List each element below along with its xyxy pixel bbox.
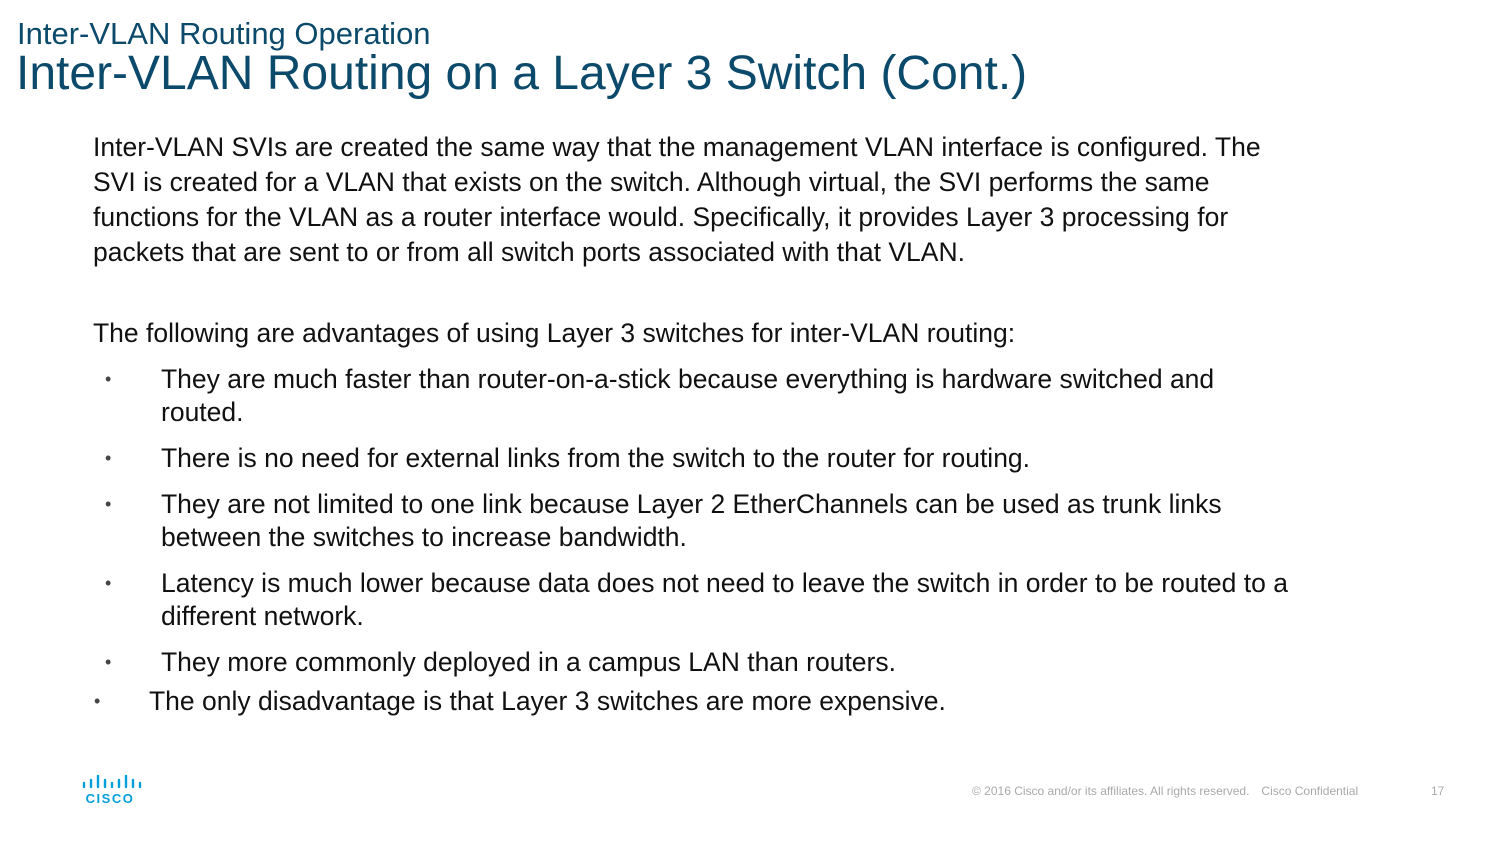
intro-paragraph: Inter-VLAN SVIs are created the same way… [93, 130, 1413, 270]
cisco-wordmark: CISCO [85, 791, 135, 806]
copyright-text: © 2016 Cisco and/or its affiliates. All … [972, 784, 1250, 798]
list-item-line: Latency is much lower because data does … [161, 568, 1288, 598]
disadvantage-item: • The only disadvantage is that Layer 3 … [93, 685, 946, 718]
list-item: • They more commonly deployed in a campu… [93, 646, 1423, 679]
advantages-lead: The following are advantages of using La… [93, 318, 1016, 348]
list-item: • They are not limited to one link becau… [93, 488, 1423, 554]
list-item-line: They are not limited to one link because… [161, 489, 1222, 519]
cisco-bars-icon [82, 774, 142, 789]
intro-line: SVI is created for a VLAN that exists on… [93, 167, 1210, 197]
page-number: 17 [1431, 784, 1445, 798]
list-item: • Latency is much lower because data doe… [93, 567, 1423, 633]
bullet-icon: • [105, 448, 112, 468]
cisco-logo: CISCO [82, 774, 142, 808]
bullet-icon: • [105, 369, 112, 389]
advantages-list: • They are much faster than router-on-a-… [93, 363, 1423, 679]
bullet-icon: • [94, 691, 101, 711]
slide-title: Inter-VLAN Routing on a Layer 3 Switch (… [16, 47, 1028, 100]
intro-line: packets that are sent to or from all swi… [93, 237, 965, 267]
list-item-line: They are much faster than router-on-a-st… [161, 364, 1215, 394]
confidential-text: Cisco Confidential [1261, 784, 1359, 798]
list-item-line: between the switches to increase bandwid… [161, 522, 687, 552]
slide-supertitle: Inter-VLAN Routing Operation [17, 16, 431, 51]
list-item: • They are much faster than router-on-a-… [93, 363, 1423, 429]
bullet-icon: • [105, 652, 112, 672]
footer-copyright: © 2016 Cisco and/or its affiliates. All … [972, 784, 1358, 798]
list-item-line: routed. [161, 397, 244, 427]
list-item-line: They more commonly deployed in a campus … [161, 647, 896, 677]
list-item-line: different network. [161, 601, 364, 631]
bullet-icon: • [105, 573, 112, 593]
slide-body: Inter-VLAN SVIs are created the same way… [93, 130, 1413, 716]
disadvantage-text: The only disadvantage is that Layer 3 sw… [149, 686, 946, 716]
list-item: • There is no need for external links fr… [93, 442, 1423, 475]
intro-line: Inter-VLAN SVIs are created the same way… [93, 132, 1261, 162]
intro-line: functions for the VLAN as a router inter… [93, 202, 1229, 232]
bullet-icon: • [105, 494, 112, 514]
list-item-line: There is no need for external links from… [161, 443, 1031, 473]
